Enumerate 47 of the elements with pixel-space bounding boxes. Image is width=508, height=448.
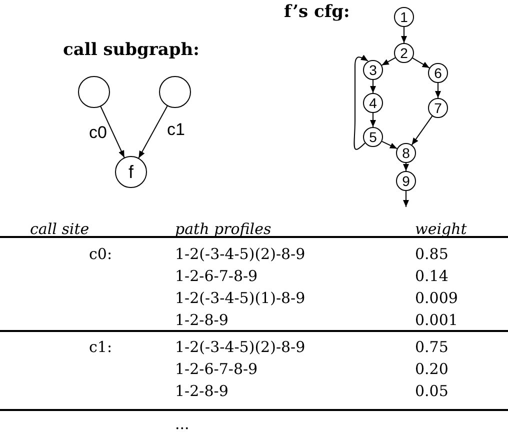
- node-circle: 9: [396, 171, 416, 191]
- arrow: [370, 112, 376, 128]
- empty-node-circle: [78, 76, 110, 108]
- node-circle: 5: [363, 127, 383, 147]
- table-cell: c0:: [89, 245, 112, 263]
- arrow: [382, 140, 398, 150]
- table-cell: 0.85: [415, 245, 448, 263]
- table-cell: 0.001: [415, 311, 458, 329]
- table-cell: ...: [175, 415, 190, 433]
- table-cell: c1:: [89, 338, 112, 356]
- arrow: [435, 82, 441, 98]
- table-cell: 0.75: [415, 338, 448, 356]
- table-cell: 1-2-6-7-8-9: [175, 360, 258, 378]
- table-cell: 1-2-6-7-8-9: [175, 267, 258, 285]
- table-cell: 1-2-8-9: [175, 311, 228, 329]
- column-header: path profiles: [175, 220, 272, 238]
- node-circle: 4: [363, 93, 383, 113]
- column-header: weight: [415, 220, 467, 238]
- arrow: [401, 26, 407, 44]
- table-cell: 1-2(-3-4-5)(2)-8-9: [175, 245, 306, 263]
- table-cell: 0.14: [415, 267, 448, 285]
- node-circle: 7: [428, 98, 448, 118]
- node-circle: f: [115, 156, 147, 188]
- arrow: [381, 57, 396, 66]
- section-heading: f’s cfg:: [284, 3, 350, 21]
- node-circle: 2: [394, 43, 414, 63]
- table-cell: 0.009: [415, 289, 458, 307]
- node-circle: 3: [363, 60, 383, 80]
- table-cell: 1-2(-3-4-5)(1)-8-9: [175, 289, 306, 307]
- table-cell: 0.05: [415, 382, 448, 400]
- node-circle: 8: [396, 143, 416, 163]
- node-circle: 6: [428, 63, 448, 83]
- arrow: [403, 162, 409, 172]
- node-circle: 1: [394, 7, 414, 27]
- arrow: [100, 106, 125, 158]
- table-cell: 1-2(-3-4-5)(2)-8-9: [175, 338, 306, 356]
- arrow: [354, 54, 368, 150]
- arrow: [370, 80, 376, 94]
- arrow: [411, 116, 433, 146]
- arrow: [403, 190, 409, 208]
- empty-node-circle: [159, 76, 191, 108]
- column-header: call site: [30, 220, 90, 238]
- arrow: [412, 58, 430, 68]
- arrow: [138, 106, 168, 158]
- section-heading: call subgraph:: [63, 41, 200, 59]
- table-cell: 1-2-8-9: [175, 382, 228, 400]
- table-cell: 0.20: [415, 360, 448, 378]
